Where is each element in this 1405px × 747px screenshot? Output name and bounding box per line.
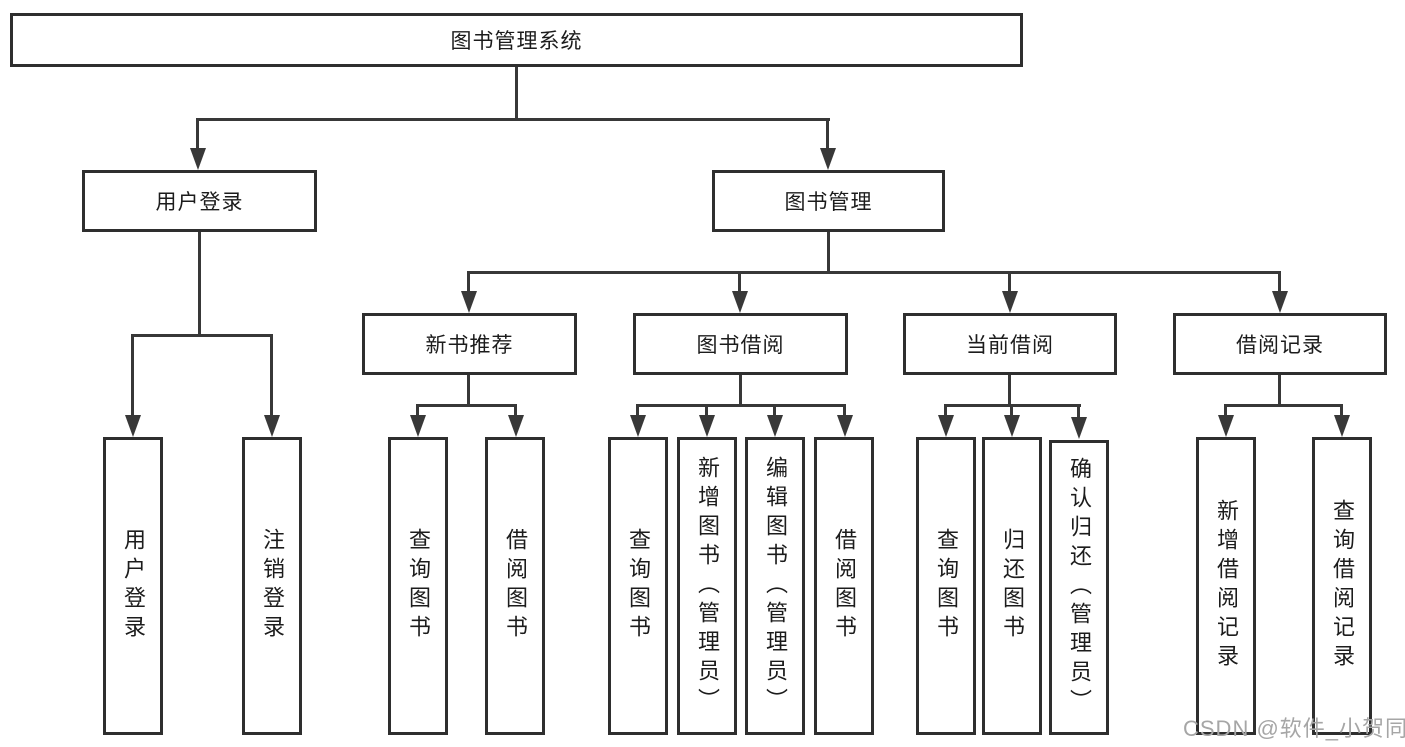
edge-userlogin-arrow-shaft-2 [270,334,273,419]
leaf-node-logout: 注销登录 [242,437,302,735]
leaf-node-borrowing-query-books: 查询图书 [608,437,668,735]
leaf-node-records-add-record: 新增借阅记录 [1196,437,1256,735]
edge-bookmgmt-arrowhead-1 [461,291,477,313]
edge-records-arrowhead-1 [1218,415,1234,437]
edge-records-arrow-shaft-2 [1340,404,1343,419]
section-node-borrow-records: 借阅记录 [1173,313,1387,375]
edge-recommend-arrowhead-1 [410,415,426,437]
edge-userlogin-arrow-shaft-1 [131,334,134,419]
edge-root-stub [515,67,518,120]
edge-borrowing-arrow-shaft-3 [773,404,776,419]
leaf-node-current-confirm-return-admin: 确认归还（管理员） [1049,440,1109,735]
edge-records-arrowhead-2 [1334,415,1350,437]
edge-userlogin-stub [198,232,201,337]
edge-userlogin-hline [131,334,273,337]
edge-recommend-arrow-shaft-1 [416,404,419,419]
edge-borrowing-hline [636,404,845,407]
leaf-node-records-query-record: 查询借阅记录 [1312,437,1372,735]
edge-bookmgmt-arrow-shaft-1 [467,271,470,295]
leaf-node-recommend-borrow-books: 借阅图书 [485,437,545,735]
edge-current-arrow-shaft-2 [1010,404,1013,419]
leaf-node-user-login: 用户登录 [103,437,163,735]
edge-root-arrow-shaft-right [826,118,829,152]
edge-borrowing-arrowhead-3 [767,415,783,437]
root-node-library-system: 图书管理系统 [10,13,1023,67]
edge-bookmgmt-arrowhead-3 [1002,291,1018,313]
edge-root-arrowhead-left [190,148,206,170]
edge-current-arrowhead-2 [1004,415,1020,437]
edge-recommend-arrow-shaft-2 [514,404,517,419]
edge-userlogin-arrowhead-1 [125,415,141,437]
edge-borrowing-stub [739,375,742,407]
leaf-node-borrowing-edit-books-admin: 编辑图书（管理员） [745,437,805,735]
edge-bookmgmt-hline [467,271,1281,274]
edge-bookmgmt-arrow-shaft-4 [1278,271,1281,295]
edge-recommend-arrowhead-2 [508,415,524,437]
edge-bookmgmt-arrowhead-4 [1272,291,1288,313]
edge-records-stub [1278,375,1281,407]
edge-borrowing-arrow-shaft-1 [636,404,639,419]
leaf-node-borrowing-borrow-books: 借阅图书 [814,437,874,735]
edge-bookmgmt-arrowhead-2 [732,291,748,313]
edge-userlogin-arrowhead-2 [264,415,280,437]
edge-current-stub [1008,375,1011,407]
edge-current-arrow-shaft-3 [1077,404,1080,419]
edge-records-hline [1224,404,1342,407]
edge-root-arrowhead-right [820,148,836,170]
section-node-current-borrowing: 当前借阅 [903,313,1117,375]
section-node-new-book-recommend: 新书推荐 [362,313,577,375]
edge-borrowing-arrow-shaft-4 [843,404,846,419]
leaf-node-borrowing-add-books-admin: 新增图书（管理员） [677,437,737,735]
leaf-node-current-query-books: 查询图书 [916,437,976,735]
edge-borrowing-arrowhead-2 [699,415,715,437]
csdn-watermark: CSDN @软件_小贺同学 [1183,716,1405,741]
edge-current-arrow-shaft-1 [944,404,947,419]
edge-bookmgmt-stub [827,232,830,274]
edge-bookmgmt-arrow-shaft-2 [738,271,741,295]
branch-node-book-management: 图书管理 [712,170,945,232]
edge-records-arrow-shaft-1 [1224,404,1227,419]
edge-recommend-stub [467,375,470,407]
edge-recommend-hline [416,404,517,407]
section-node-book-borrowing: 图书借阅 [633,313,848,375]
edge-root-hline [196,118,830,121]
edge-current-arrowhead-1 [938,415,954,437]
edge-current-arrowhead-3 [1071,417,1087,439]
leaf-node-current-return-books: 归还图书 [982,437,1042,735]
leaf-node-recommend-query-books: 查询图书 [388,437,448,735]
edge-borrowing-arrowhead-1 [630,415,646,437]
edge-bookmgmt-arrow-shaft-3 [1008,271,1011,295]
edge-borrowing-arrow-shaft-2 [705,404,708,419]
edge-root-arrow-shaft-left [196,118,199,152]
edge-borrowing-arrowhead-4 [837,415,853,437]
branch-node-user-login: 用户登录 [82,170,317,232]
